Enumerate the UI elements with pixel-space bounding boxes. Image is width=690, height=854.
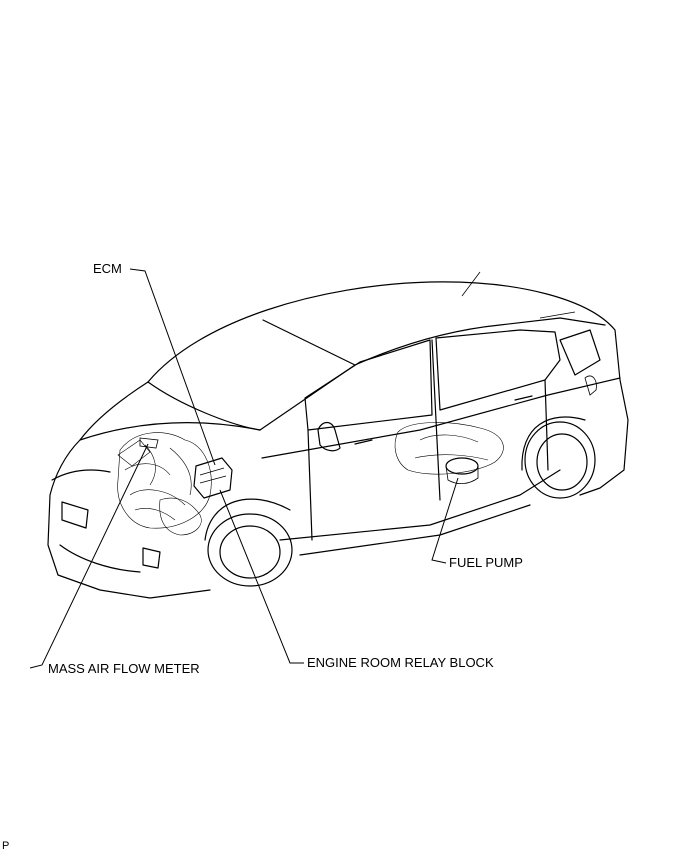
fuel-tank-illustration (394, 422, 504, 484)
leader-line-mass-air-flow-meter (29, 443, 149, 669)
footer-code: P (2, 840, 10, 852)
label-mass-air-flow-meter: MASS AIR FLOW METER (48, 661, 200, 676)
engine-block-illustration (117, 432, 212, 536)
car-outline (47, 271, 629, 599)
leader-line-fuel-pump (431, 477, 459, 564)
leader-line-engine-room-relay-block (219, 489, 304, 664)
label-ecm: ECM (93, 261, 122, 276)
label-fuel-pump: FUEL PUMP (449, 555, 523, 570)
leader-line-ecm (129, 268, 216, 466)
label-engine-room-relay-block: ENGINE ROOM RELAY BLOCK (307, 655, 494, 670)
ecm-relay-block-illustration (139, 437, 233, 499)
